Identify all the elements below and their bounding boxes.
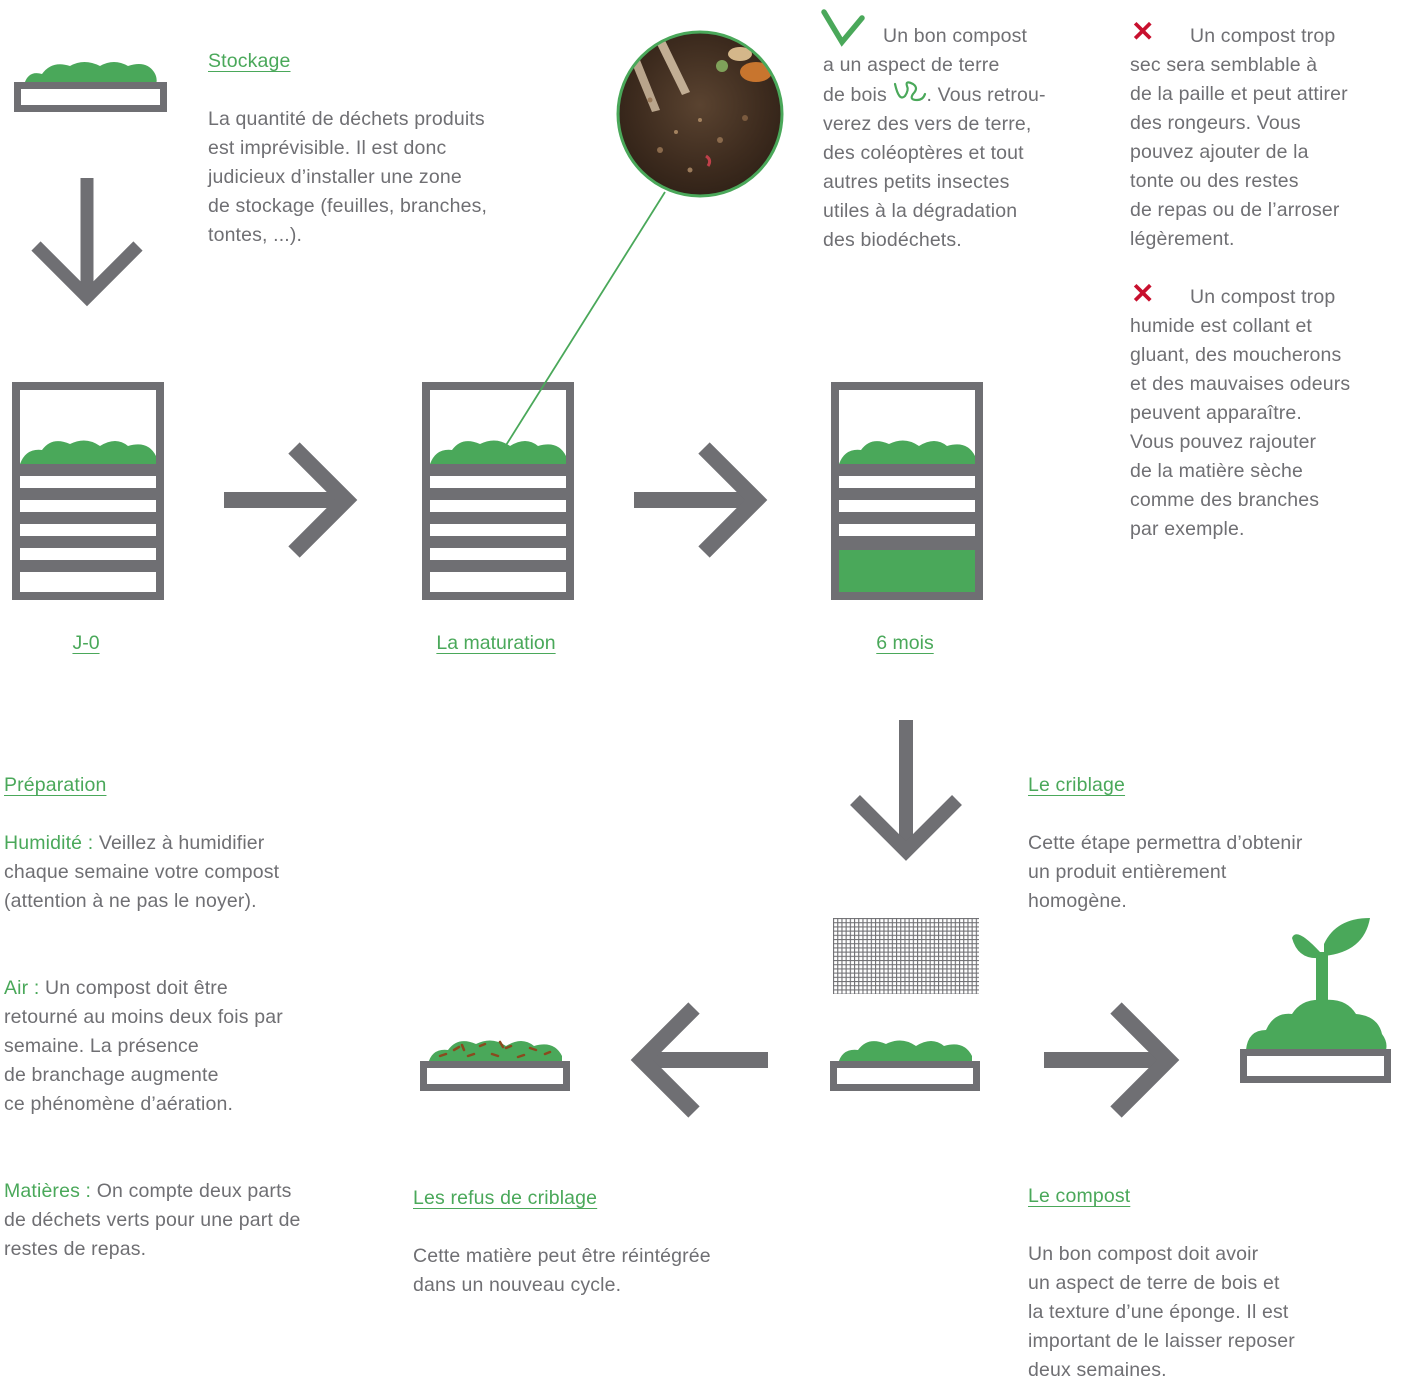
compost-title: Le compost: [1028, 1185, 1131, 1207]
stockage-title: Stockage: [208, 50, 291, 72]
preparation-block: Préparation Humidité : Veillez à humidif…: [4, 742, 384, 1264]
humidity-label: Humidité :: [4, 832, 99, 854]
screened-tray: [830, 1040, 980, 1091]
arrow-left-icon: [630, 1002, 768, 1118]
sieve-mesh: [833, 918, 979, 994]
compost-text: Un bon compost doit avoir un aspect de t…: [1028, 1243, 1295, 1381]
good-compost-text-part1: a un aspect de terre de bois: [823, 54, 1000, 106]
arrow-down-icon: [850, 720, 962, 861]
air-label: Air :: [4, 977, 45, 999]
stockage-block: Stockage La quantité de déchets produits…: [208, 18, 568, 250]
too-wet-heading: Un compost trop: [1190, 286, 1336, 308]
refus-block: Les refus de criblage Cette matière peut…: [413, 1155, 803, 1300]
sprout-tray: [1240, 918, 1391, 1083]
arrow-down-icon: [31, 178, 143, 307]
matter-label: Matières :: [4, 1180, 97, 1202]
good-compost-heading: Un bon compost: [883, 25, 1028, 47]
caption-j0: J-0: [72, 632, 100, 654]
bin-j0: [12, 382, 164, 600]
too-dry-heading: Un compost trop: [1190, 25, 1336, 47]
worm-icon: [893, 81, 926, 102]
bin-maturation: [422, 382, 574, 600]
spacer: [4, 1119, 384, 1148]
caption-maturation: La maturation: [436, 632, 556, 654]
arrow-right-icon: [1044, 1002, 1180, 1118]
preparation-title: Préparation: [4, 774, 107, 796]
soil-photo: [616, 30, 784, 198]
storage-tray: [14, 62, 167, 112]
matter-text: On compte deux parts de déchets verts po…: [4, 1180, 301, 1260]
photo-connector-line: [502, 191, 666, 451]
good-compost-text-part2: . Vous retrou- verez des vers de terre, …: [823, 84, 1046, 251]
too-dry-text: sec sera semblable à de la paille et peu…: [1130, 54, 1348, 250]
cross-icon: ✕: [1131, 16, 1155, 47]
arrow-right-icon: [224, 442, 358, 558]
bin-six-months: [831, 382, 983, 600]
refus-title: Les refus de criblage: [413, 1187, 598, 1209]
stockage-text: La quantité de déchets produits est impr…: [208, 108, 488, 246]
too-wet-text: humide est collant et gluant, des mouche…: [1130, 315, 1351, 540]
criblage-text: Cette étape permettra d’obtenir un produ…: [1028, 832, 1303, 912]
caption-six-months: 6 mois: [876, 632, 934, 654]
good-compost-text: a un aspect de terre de bois . Vous retr…: [823, 51, 1113, 255]
compost-diagram-graphics: [12, 9, 1391, 1118]
check-icon: [821, 9, 865, 47]
humidity-text: Veillez à humidifier chaque semaine votr…: [4, 832, 280, 912]
spacer: [4, 916, 384, 945]
arrow-right-icon: [634, 442, 768, 558]
refus-text: Cette matière peut être réintégrée dans …: [413, 1245, 711, 1296]
cross-icon: ✕: [1131, 278, 1155, 309]
criblage-block: Le criblage Cette étape permettra d’obte…: [1028, 742, 1398, 916]
criblage-title: Le criblage: [1028, 774, 1126, 796]
refus-tray: [420, 1040, 570, 1091]
air-text: Un compost doit être retourné au moins d…: [4, 977, 283, 1115]
compost-block: Le compost Un bon compost doit avoir un …: [1028, 1153, 1398, 1385]
